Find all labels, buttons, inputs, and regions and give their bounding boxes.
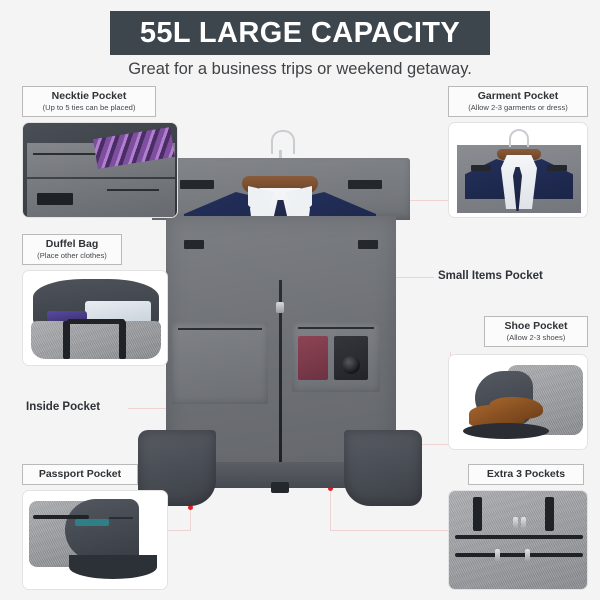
- body-tab-right: [358, 240, 378, 249]
- inset-photo-passport-pocket[interactable]: [22, 490, 168, 590]
- callout-label-extra-3-pockets[interactable]: Extra 3 Pockets: [468, 464, 584, 486]
- garment-inset-hook: [509, 129, 529, 147]
- connector-small-items: [378, 277, 434, 278]
- connector-shoe-h: [418, 444, 450, 445]
- callout-label-necktie-pocket[interactable]: Necktie Pocket (Up to 5 ties can be plac…: [22, 86, 156, 118]
- garment-inset-scene: [449, 123, 587, 217]
- extra-strap-right: [545, 497, 554, 531]
- garment-inset-hanger: [497, 149, 541, 160]
- right-flap-pocket: [344, 430, 422, 506]
- necktie-inset-zipper-top: [33, 153, 149, 155]
- garment-inset-tab-left: [471, 165, 491, 171]
- duffel-handle: [67, 319, 125, 324]
- wallet-item: [298, 336, 328, 380]
- passport-pocket-zipper: [109, 517, 133, 519]
- callout-title-necktie: Necktie Pocket: [51, 90, 127, 102]
- passport-open-flap: [69, 555, 157, 579]
- inset-photo-extra-3-pockets[interactable]: [448, 490, 588, 590]
- zipper-pull-top-2: [521, 517, 526, 529]
- duffel-strap-right: [119, 321, 126, 359]
- connector-extra-h: [330, 530, 450, 531]
- page-title: 55L LARGE CAPACITY: [139, 16, 461, 49]
- page-subtitle: Great for a business trips or weekend ge…: [128, 60, 472, 78]
- small-items-zipper: [298, 327, 374, 329]
- passport-pocket-panel: [65, 499, 139, 561]
- inset-photo-garment-pocket[interactable]: [448, 122, 588, 218]
- top-tab-right: [348, 180, 382, 189]
- callout-subtitle-shoe: (Allow 2-3 shoes): [506, 333, 566, 343]
- extra-strap-horizontal-upper: [455, 535, 583, 539]
- inside-pocket-panel: [172, 322, 268, 404]
- callout-title-shoe: Shoe Pocket: [504, 320, 568, 332]
- bottom-center-tab: [271, 482, 289, 493]
- callout-title-extra: Extra 3 Pockets: [486, 468, 566, 480]
- necktie-inset-zipper-bottom: [107, 189, 159, 191]
- callout-subtitle-necktie: (Up to 5 ties can be placed): [42, 103, 136, 113]
- connector-garment: [388, 200, 450, 201]
- zipper-pull: [276, 302, 284, 313]
- center-zipper: [279, 280, 282, 478]
- zipper-pull-right: [525, 549, 530, 561]
- inside-pocket-zipper: [178, 328, 262, 330]
- callout-label-inside-pocket[interactable]: Inside Pocket: [26, 401, 101, 413]
- header-banner: 55L LARGE CAPACITY: [110, 11, 490, 55]
- extra-strap-horizontal-lower: [455, 553, 583, 557]
- body-tab-left: [184, 240, 204, 249]
- callout-label-small-items-pocket[interactable]: Small Items Pocket: [438, 270, 543, 282]
- callout-label-duffel-bag[interactable]: Duffel Bag (Place other clothes): [22, 234, 122, 266]
- duffel-body: [31, 321, 161, 359]
- callout-subtitle-duffel: (Place other clothes): [37, 251, 107, 261]
- extra-pockets-inset-scene: [449, 491, 587, 589]
- inset-photo-shoe-pocket[interactable]: [448, 354, 588, 450]
- passport-inset-strap: [33, 515, 89, 519]
- top-tab-left: [180, 180, 214, 189]
- shoe-inset-scene: [449, 355, 587, 449]
- anchor-dot-extra: [328, 486, 333, 491]
- callout-title-passport: Passport Pocket: [38, 468, 122, 480]
- zipper-pull-top-1: [513, 517, 518, 529]
- callout-subtitle-garment: (Allow 2-3 garments or dress): [468, 103, 568, 113]
- garment-inset-tab-right: [547, 165, 567, 171]
- camera-item: [334, 336, 368, 380]
- garment-inset-tie: [513, 167, 522, 211]
- zipper-pull-left: [495, 549, 500, 561]
- inset-photo-necktie-pocket[interactable]: [22, 122, 178, 218]
- necktie-inset-black-tab: [37, 193, 73, 205]
- shoe-item-back: [489, 397, 543, 419]
- hanger-stem: [279, 150, 282, 162]
- packed-item-purple: [47, 311, 87, 321]
- camera-lens: [342, 356, 360, 374]
- callout-label-shoe-pocket[interactable]: Shoe Pocket (Allow 2-3 shoes): [484, 316, 588, 348]
- shoe-pocket-flap: [463, 423, 549, 439]
- main-product-image: [130, 130, 430, 520]
- extra-strap-left: [473, 497, 482, 531]
- necktie-inset-scene: [23, 123, 177, 217]
- inset-photo-duffel-bag[interactable]: [22, 270, 168, 366]
- anchor-dot-passport: [188, 505, 193, 510]
- duffel-inset-scene: [23, 271, 167, 365]
- duffel-strap-left: [63, 321, 70, 359]
- connector-inside-h: [128, 408, 200, 409]
- folded-clothes: [85, 301, 151, 323]
- passport-inset-scene: [23, 491, 167, 589]
- hanger-hook-icon: [271, 130, 295, 154]
- callout-label-passport-pocket[interactable]: Passport Pocket: [22, 464, 138, 486]
- callout-title-garment: Garment Pocket: [477, 90, 559, 102]
- callout-title-duffel: Duffel Bag: [45, 238, 99, 250]
- passport-pocket-teal-lining: [75, 519, 109, 526]
- connector-extra-v: [330, 488, 331, 530]
- callout-label-garment-pocket[interactable]: Garment Pocket (Allow 2-3 garments or dr…: [448, 86, 588, 118]
